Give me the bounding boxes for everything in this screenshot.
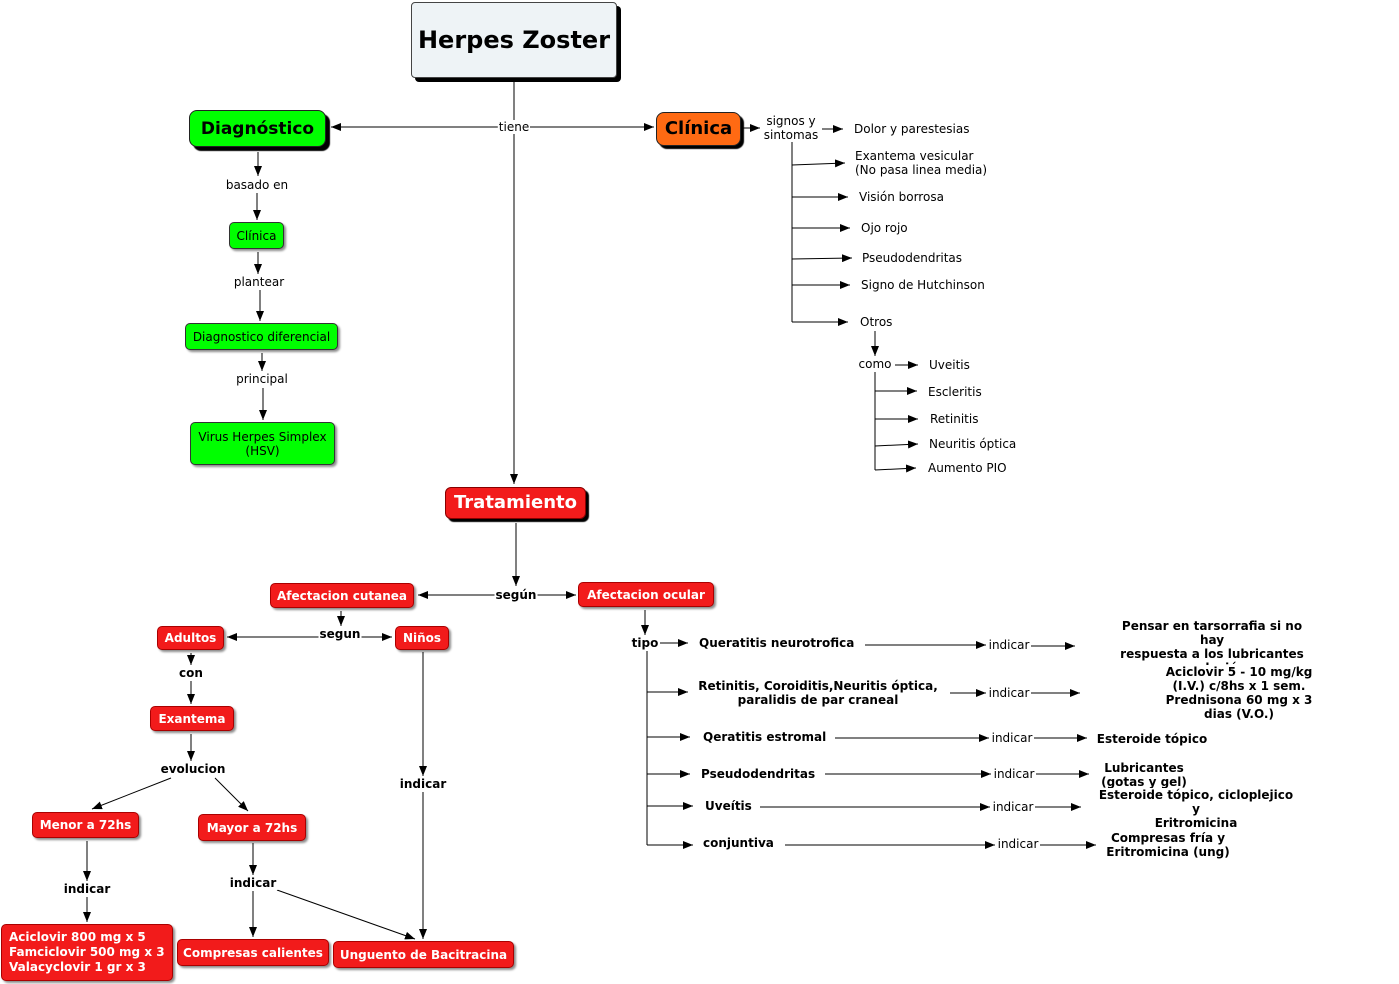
ocular-type: Uveítis [705, 799, 752, 813]
symptom-item-otros: Otros [860, 315, 893, 329]
concept-tratamiento: Tratamiento [445, 487, 586, 519]
ocular-type: Pseudodendritas [701, 767, 816, 781]
connector-arrow [91, 777, 172, 810]
concept-clinica: Clínica [656, 112, 741, 146]
concept-adultos: Adultos [157, 626, 224, 650]
ocular-indication: Esteroide tópico, cicloplejico y Eritrom… [1094, 788, 1298, 830]
link-indicar-ocular: indicar [992, 767, 1036, 781]
link-indicar-ocular: indicar [996, 837, 1040, 851]
otros-item: Neuritis óptica [929, 437, 1017, 451]
otros-item: Aumento PIO [928, 461, 1007, 475]
ocular-type: Queratitis neurotrofica [699, 636, 855, 650]
ocular-indication: Lubricantes (gotas y gel) [1100, 761, 1188, 789]
link-indicar-ocular: indicar [987, 686, 1031, 700]
otros-item: Retinitis [930, 412, 979, 426]
link-indicar-menor: indicar [62, 882, 112, 896]
link-signos-sintomas: signos y sintomas [762, 114, 820, 142]
link-tiene: tiene [497, 120, 531, 134]
otros-item: Uveitis [929, 358, 970, 372]
symptom-item: Pseudodendritas [862, 251, 963, 265]
link-tipo: tipo [630, 636, 660, 650]
link-segun-cutanea: segun [318, 627, 362, 641]
ocular-type: conjuntiva [703, 836, 774, 850]
link-principal: principal [235, 372, 289, 386]
ocular-type: Qeratitis estromal [703, 730, 827, 744]
connector-arrow [874, 440, 919, 449]
symptom-item: Signo de Hutchinson [861, 278, 985, 292]
link-con: con [178, 666, 204, 680]
concept-diagnostico: Diagnóstico [189, 110, 326, 147]
concept-diagnostico-clinica: Clínica [229, 222, 284, 249]
symptom-item: Exantema vesicular (No pasa linea media) [855, 149, 988, 177]
link-evolucion: evolucion [159, 762, 227, 776]
symptom-item: Visión borrosa [859, 190, 944, 204]
link-indicar-ocular: indicar [987, 638, 1031, 652]
link-indicar-mayor: indicar [228, 876, 278, 890]
link-basado-en: basado en [224, 178, 290, 192]
link-como: como [857, 357, 893, 371]
ocular-indication: Aciclovir 5 - 10 mg/kg (I.V.) c/8hs x 1 … [1159, 665, 1319, 721]
concept-virus-herpes-simplex: Virus Herpes Simplex (HSV) [190, 422, 335, 465]
concept-ninos: Niños [395, 626, 449, 650]
treatment-unguento-bacitracina: Unguento de Bacitracina [333, 941, 514, 968]
symptom-item: Ojo rojo [861, 221, 908, 235]
connector-arrow [874, 464, 917, 473]
link-indicar-ninos: indicar [398, 777, 448, 791]
treatment-antivirales: Aciclovir 800 mg x 5 Famciclovir 500 mg … [1, 924, 173, 981]
link-plantear: plantear [232, 275, 286, 289]
ocular-indication: Compresas fría y Eritromicina (ung) [1105, 831, 1231, 859]
connector-arrow [276, 889, 416, 940]
ocular-indication: Esteroide tópico [1095, 732, 1209, 746]
concept-afectacion-cutanea: Afectacion cutanea [270, 583, 414, 608]
otros-item: Escleritis [928, 385, 982, 399]
concept-mayor-72hs: Mayor a 72hs [198, 814, 306, 841]
treatment-compresas-calientes: Compresas calientes [177, 939, 329, 966]
symptom-item: Dolor y parestesias [854, 122, 970, 136]
concept-herpes-zoster: Herpes Zoster [411, 2, 617, 78]
link-indicar-ocular: indicar [990, 731, 1034, 745]
connector-arrow [791, 254, 853, 263]
link-segun-tratamiento: según [494, 588, 538, 602]
concept-exantema: Exantema [150, 706, 234, 731]
connector-arrow [214, 777, 249, 812]
concept-diagnostico-diferencial: Diagnostico diferencial [185, 323, 338, 350]
connector-arrow [791, 159, 846, 168]
concept-afectacion-ocular: Afectacion ocular [578, 582, 714, 607]
ocular-type: Retinitis, Coroiditis,Neuritis óptica, p… [697, 679, 939, 707]
link-indicar-ocular: indicar [991, 800, 1035, 814]
concept-menor-72hs: Menor a 72hs [32, 812, 139, 838]
